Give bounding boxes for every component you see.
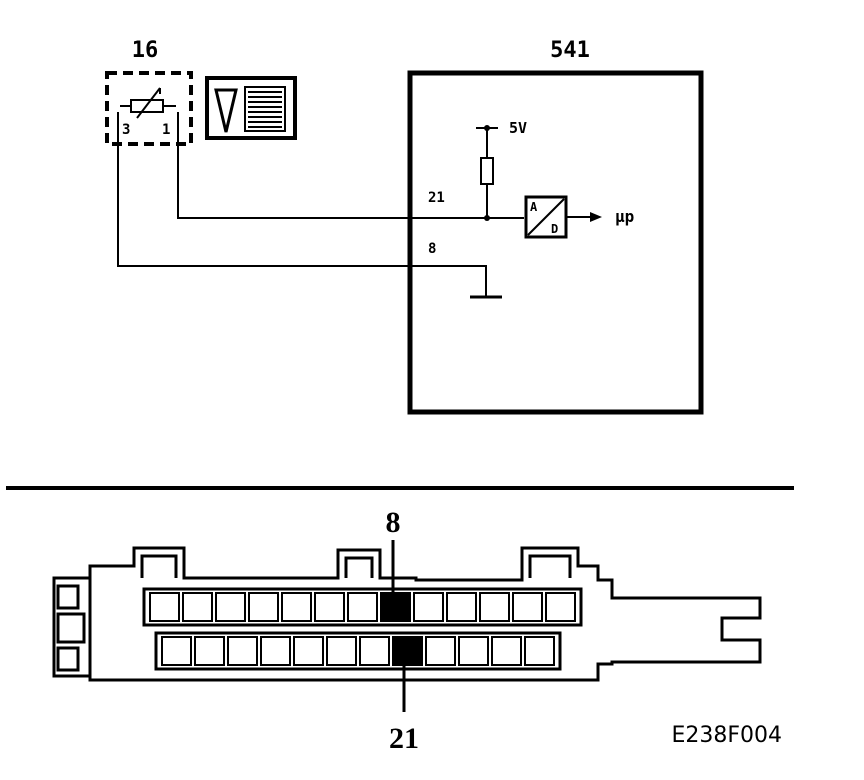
ecu-pin-8-label: 8 (428, 241, 436, 257)
pull-up-resistor (480, 157, 494, 185)
ground-wire (117, 112, 487, 296)
pin-cavity (512, 592, 543, 622)
pin-cavity (326, 636, 357, 666)
pin-cavity (293, 636, 324, 666)
pin-cavity (425, 636, 456, 666)
adc-label-d: D (551, 222, 558, 236)
sensor-housing (105, 71, 193, 146)
pin-cavity (524, 636, 555, 666)
connector-pin-row-top (142, 587, 583, 627)
pin-cavity (314, 592, 345, 622)
signal-wire (177, 112, 524, 219)
pin-cavity (491, 636, 522, 666)
pin-cavity (248, 592, 279, 622)
pin-row-frame (142, 587, 583, 627)
sensor-pin-3-label: 3 (122, 122, 130, 138)
sensor-id-label: 16 (132, 38, 159, 63)
pin-cavity (281, 592, 312, 622)
variable-resistor-symbol (120, 87, 176, 119)
junction-dot (484, 215, 490, 221)
figure-code-label: E238F004 (671, 723, 782, 748)
pin-cavity (182, 592, 213, 622)
pin-cavity (161, 636, 192, 666)
pin-cavity (545, 592, 576, 622)
sensor-pin-1-label: 1 (162, 122, 170, 138)
pin-cavity (215, 592, 246, 622)
supply-voltage-label: 5V (509, 119, 527, 137)
pin-row-frame (154, 631, 562, 671)
pin-cavity (413, 592, 444, 622)
ecu-id-label: 541 (550, 38, 590, 63)
connector-pin-row-bottom (154, 631, 562, 671)
highlighted-pin-cavity (392, 636, 423, 666)
highlighted-pin-cavity (380, 592, 411, 622)
pin-cavity (260, 636, 291, 666)
output-arrow-icon (590, 212, 602, 222)
pin-8-callout: 8 (386, 506, 401, 539)
adc-label-a: A (530, 200, 538, 214)
pin-21-callout: 21 (389, 722, 419, 755)
pin-cavity (194, 636, 225, 666)
pin-cavity (458, 636, 489, 666)
ecu-housing (407, 70, 704, 415)
pin-cavity (359, 636, 390, 666)
pin-cavity (227, 636, 258, 666)
pin-cavity (347, 592, 378, 622)
sensor-type-icon (205, 76, 297, 140)
ecu-pin-21-label: 21 (428, 190, 445, 206)
pin-cavity (479, 592, 510, 622)
pin-cavity (149, 592, 180, 622)
microprocessor-label: µp (615, 207, 634, 226)
supply-node-dot (484, 125, 490, 131)
pin-cavity (446, 592, 477, 622)
connector-housing (52, 546, 762, 682)
